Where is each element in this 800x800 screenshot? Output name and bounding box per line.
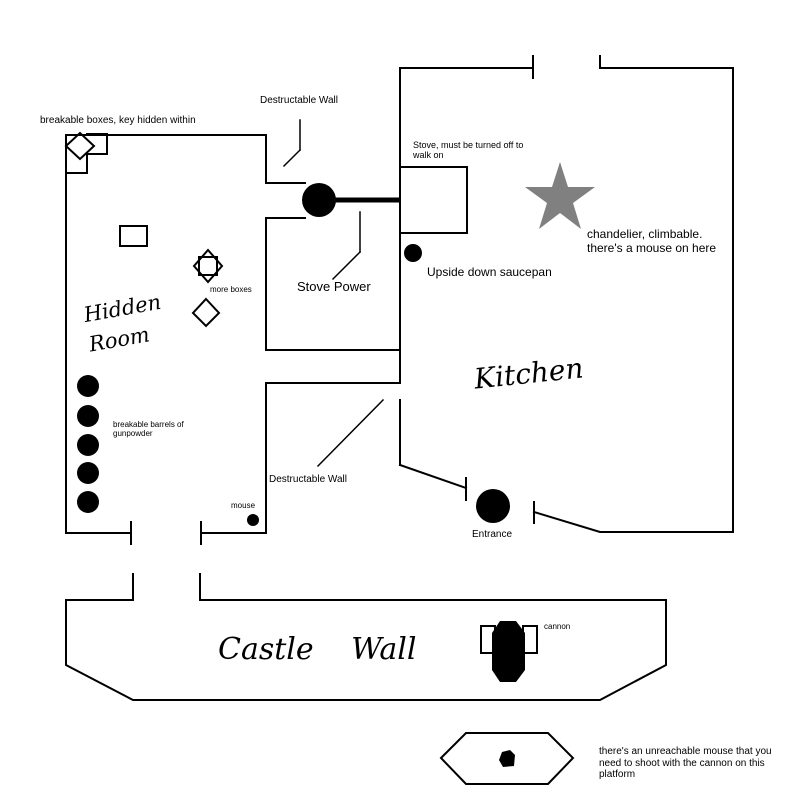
cannon-side-right-icon xyxy=(522,625,538,654)
kitchen-entrance-left-wall xyxy=(398,463,468,490)
corner-box-icon xyxy=(65,133,108,174)
pointer-stove-power-diag xyxy=(331,250,362,281)
pointer-destructable-wall-bottom xyxy=(316,398,385,468)
label-castle-wall: Castle Wall xyxy=(218,632,417,667)
chandelier-star-icon xyxy=(525,162,595,229)
label-destructable-wall-top: Destructable Wall xyxy=(260,95,338,106)
mouse-icon xyxy=(247,514,259,526)
barrel-icon-4 xyxy=(77,462,99,484)
label-cannon: cannon xyxy=(544,622,571,631)
platform-hexagon xyxy=(439,732,575,785)
hidden-room-walls xyxy=(65,134,267,534)
label-unreachable-mouse: there's an unreachable mouse that you ne… xyxy=(599,746,772,780)
box-icon xyxy=(119,225,148,247)
kitchen-wall-top-left xyxy=(399,67,534,384)
label-stove: Stove, must be turned off to walk on xyxy=(413,140,524,161)
diamond-box-icon xyxy=(191,297,221,328)
label-chandelier: chandelier, climbable. there's a mouse o… xyxy=(587,227,717,255)
label-destructable-wall-bottom: Destructable Wall xyxy=(269,474,347,485)
stove-box xyxy=(399,166,468,234)
platform-mouse-icon xyxy=(499,750,515,767)
barrel-icon-5 xyxy=(77,491,99,513)
label-more-boxes: more boxes xyxy=(210,285,252,294)
stove-power-knob-icon xyxy=(302,183,336,217)
cannon-barrel-icon xyxy=(492,621,525,682)
label-stove-power: Stove Power xyxy=(297,279,371,294)
label-breakable-barrels: breakable barrels of gunpowder xyxy=(113,420,184,439)
octagram-box-square-icon xyxy=(198,256,218,276)
octagram-box-diamond-icon xyxy=(192,248,224,284)
label-upside-down-saucepan: Upside down saucepan xyxy=(427,265,552,279)
entrance-marker-icon xyxy=(476,489,510,523)
castle-wall-outline xyxy=(65,599,667,701)
saucepan-icon xyxy=(404,244,422,262)
label-mouse: mouse xyxy=(231,501,256,510)
barrel-icon-3 xyxy=(77,434,99,456)
label-entrance: Entrance xyxy=(472,529,513,540)
kitchen-wall-top-right xyxy=(532,55,734,533)
label-breakable-boxes: breakable boxes, key hidden within xyxy=(40,115,196,126)
corner-diamond-box-icon xyxy=(64,131,96,161)
barrel-icon-1 xyxy=(77,375,99,397)
barrel-icon-2 xyxy=(77,405,99,427)
pointer-destructable-wall-top-diag xyxy=(282,148,302,168)
